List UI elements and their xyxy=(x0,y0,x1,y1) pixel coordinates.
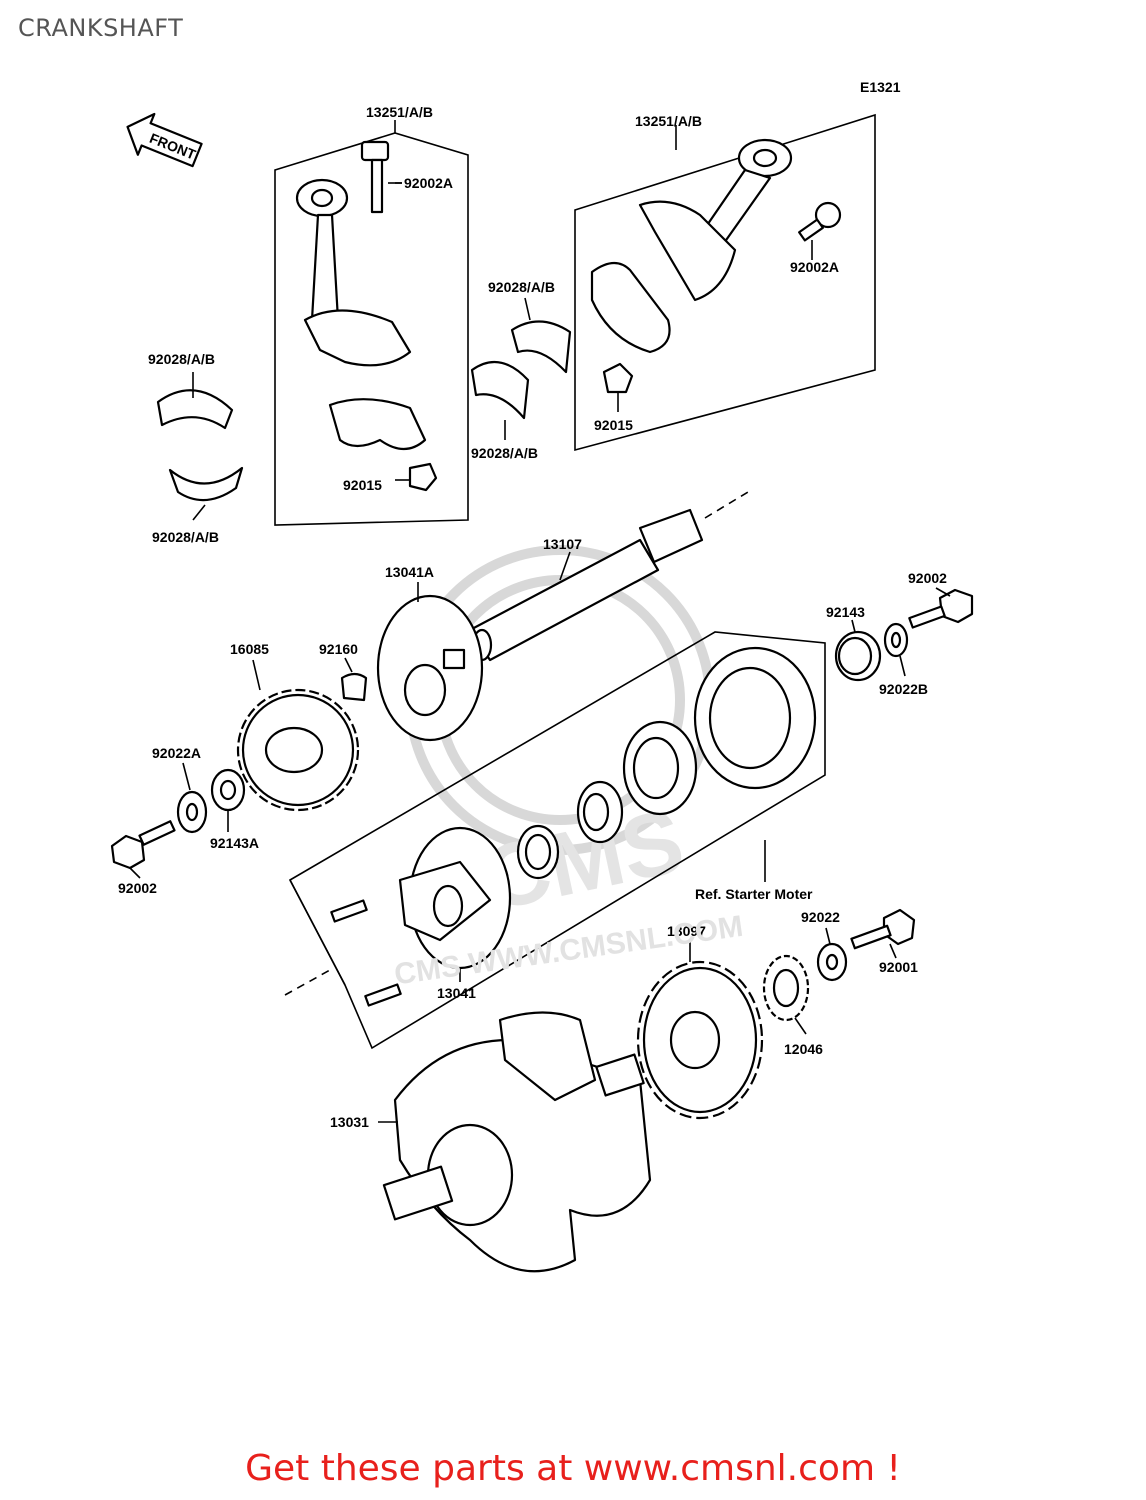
callout-bolt-right-top: 92002 xyxy=(908,570,947,586)
footer-link[interactable]: Get these parts at www.cmsnl.com ! xyxy=(245,1448,901,1489)
callout-bearing-center-bottom: 92028/A/B xyxy=(471,445,538,461)
callout-spacer-a: 92143A xyxy=(210,835,259,851)
crankshaft-assembly xyxy=(382,1011,652,1273)
callout-nut-left: 92015 xyxy=(343,477,382,493)
callout-bearing-left-bottom: 92028/A/B xyxy=(152,529,219,545)
washer-lower-right xyxy=(816,942,848,982)
bolt-right-top xyxy=(908,588,974,629)
bolt-lower-left xyxy=(110,820,176,870)
callout-key: 92160 xyxy=(319,641,358,657)
woodruff-key xyxy=(340,672,368,702)
callout-shaft: 13107 xyxy=(543,536,582,552)
clutch-hub xyxy=(376,594,484,742)
crankshaft-exploded-diagram: CMS E1321 FRONT xyxy=(110,79,974,1273)
figure-code: E1321 xyxy=(860,79,901,95)
callout-washer-a: 92022A xyxy=(152,745,201,761)
rod-bolt-right xyxy=(798,201,842,242)
callout-washer-b: 92022B xyxy=(879,681,928,697)
left-connecting-rod-group xyxy=(274,120,469,526)
page-title: CRANKSHAFT xyxy=(18,14,184,42)
rod-bolt-left xyxy=(360,140,390,214)
starter-gear-13097 xyxy=(636,960,764,1120)
starter-clutch-outer xyxy=(693,646,817,790)
one-way-clutch-ring xyxy=(622,720,698,816)
callout-nut-right: 92015 xyxy=(594,417,633,433)
bolt-lower-right xyxy=(850,908,916,950)
callout-gear: 13097 xyxy=(667,923,706,939)
washer-right xyxy=(883,622,909,658)
bearing-shell-left-top xyxy=(156,389,234,430)
crank-pin-shaft xyxy=(468,491,749,662)
callout-bolt-lower-right: 92001 xyxy=(879,959,918,975)
callout-bearing-left-top: 92028/A/B xyxy=(148,351,215,367)
rod-nut-right xyxy=(602,362,634,394)
callout-washer: 92022 xyxy=(801,909,840,925)
callout-sprocket: 16085 xyxy=(230,641,269,657)
sprocket-16085 xyxy=(236,688,360,812)
callout-crankshaft: 13031 xyxy=(330,1114,369,1130)
ref-starter-motor-note: Ref. Starter Moter xyxy=(695,886,813,902)
callout-con-rod-right: 13251/A/B xyxy=(635,113,702,129)
callout-spacer: 92143 xyxy=(826,604,865,620)
bearing-shell-left-bottom xyxy=(168,466,244,502)
callout-con-rod-left: 13251/A/B xyxy=(366,104,433,120)
bearing-shell-center-bottom xyxy=(470,360,530,420)
front-arrow-icon: FRONT xyxy=(126,112,203,168)
spacer-right xyxy=(834,630,882,682)
one-way-clutch-body xyxy=(398,826,512,970)
callout-bolt-right: 92002A xyxy=(790,259,839,275)
callout-bolt-left: 92002A xyxy=(404,175,453,191)
rod-cap-left xyxy=(328,398,427,451)
callout-one-way-clutch: 13041 xyxy=(437,985,476,1001)
small-gear-12046 xyxy=(762,954,810,1022)
washer-and-spacer-left xyxy=(176,768,246,834)
bearing-shell-center-top xyxy=(510,320,572,374)
callout-clutch-hub: 13041A xyxy=(385,564,434,580)
right-connecting-rod-group xyxy=(574,113,876,452)
callout-bearing-center-top: 92028/A/B xyxy=(488,279,555,295)
leader-lines xyxy=(129,182,951,1123)
callout-bolt-lower-left: 92002 xyxy=(118,880,157,896)
connecting-rod-left xyxy=(295,178,412,367)
thrust-washer xyxy=(516,824,560,880)
rod-cap-right xyxy=(590,261,671,354)
starter-motor-ref-box xyxy=(284,631,826,1050)
clutch-screws xyxy=(330,899,402,1007)
callout-small-gear: 12046 xyxy=(784,1041,823,1057)
connecting-rod-right xyxy=(638,138,793,302)
needle-bearing xyxy=(576,780,624,844)
bearing-shells xyxy=(156,320,572,502)
rod-nut-left xyxy=(408,462,438,492)
